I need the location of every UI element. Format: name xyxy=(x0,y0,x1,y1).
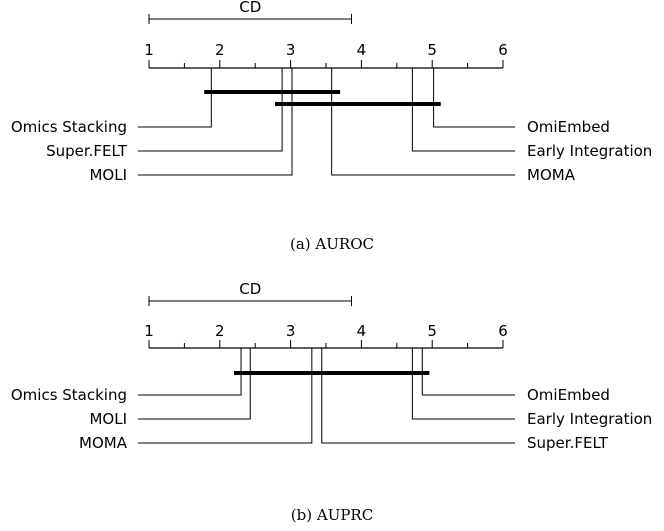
cd-label: CD xyxy=(239,280,261,298)
method-label: MOLI xyxy=(89,410,127,428)
method-rank-line xyxy=(331,68,515,176)
method-label: OmiEmbed xyxy=(527,118,610,136)
method-label: MOLI xyxy=(89,166,127,184)
tick-label: 6 xyxy=(498,322,508,340)
method-label: Super.FELT xyxy=(527,434,609,452)
method-rank-line xyxy=(138,348,251,420)
method-rank-line xyxy=(411,68,515,152)
tick-label: 6 xyxy=(498,41,508,59)
method-label: Early Integration xyxy=(527,410,652,428)
method-rank-line xyxy=(138,68,212,128)
tick-label: 1 xyxy=(144,322,154,340)
method-rank-line xyxy=(138,68,293,176)
panel-caption: (b) AUPRC xyxy=(291,506,373,524)
method-label: OmiEmbed xyxy=(527,386,610,404)
method-label: MOMA xyxy=(527,166,576,184)
method-label: Early Integration xyxy=(527,142,652,160)
tick-label: 3 xyxy=(286,41,296,59)
method-rank-line xyxy=(138,348,242,396)
method-rank-line xyxy=(421,348,515,396)
method-label: Super.FELT xyxy=(46,142,128,160)
tick-label: 2 xyxy=(215,41,225,59)
tick-label: 2 xyxy=(215,322,225,340)
tick-label: 5 xyxy=(427,322,437,340)
method-rank-line xyxy=(433,68,515,128)
method-rank-line xyxy=(321,348,515,444)
method-rank-line xyxy=(138,68,283,152)
tick-label: 1 xyxy=(144,41,154,59)
method-rank-line xyxy=(138,348,313,444)
method-rank-line xyxy=(411,348,515,420)
method-label: MOMA xyxy=(79,434,128,452)
method-label: Omics Stacking xyxy=(11,118,127,136)
tick-label: 4 xyxy=(357,41,367,59)
tick-label: 3 xyxy=(286,322,296,340)
panel-caption: (a) AUROC xyxy=(290,235,374,253)
tick-label: 5 xyxy=(427,41,437,59)
tick-label: 4 xyxy=(357,322,367,340)
method-label: Omics Stacking xyxy=(11,386,127,404)
cd-label: CD xyxy=(239,0,261,16)
